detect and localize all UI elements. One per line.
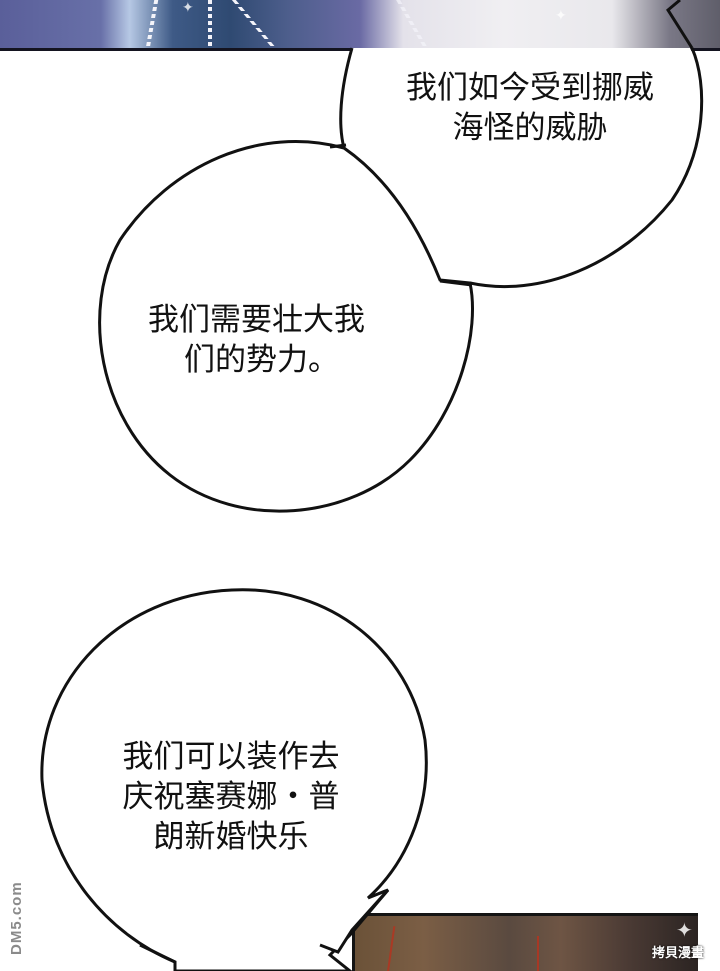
bubble-2-text: 我们需要壮大我们的势力。 — [148, 300, 448, 380]
bubble-1-spike — [666, 0, 694, 49]
bubble-3-outline — [40, 588, 428, 971]
watermark-copymanga: 拷貝漫畫 — [652, 946, 705, 961]
sparkle-icon: ✦ — [555, 8, 567, 24]
bubble-tail-1 — [329, 143, 347, 149]
bubble-3-line-1: 我们可以装作去 — [122, 739, 340, 775]
bubble-3-tail — [319, 888, 390, 954]
bubble-1-line-1: 我们如今受到挪威 — [406, 70, 654, 106]
bubble-3-line-3: 朗新婚快乐 — [153, 819, 309, 855]
bubble-3-spike — [139, 943, 177, 971]
bubble-1-line-2: 海怪的威胁 — [452, 110, 608, 146]
pearl-strand — [208, 0, 212, 48]
bubble-tail-2 — [439, 279, 473, 287]
bubble-2-line-2: 们的势力。 — [184, 342, 339, 378]
watermark-dm5: DM5.com — [8, 881, 25, 955]
bubble-1-text: 我们如今受到挪威海怪的威胁 — [370, 68, 690, 148]
bottom-artwork-panel — [352, 913, 698, 971]
bubble-3-text: 我们可以装作去庆祝塞赛娜・普朗新婚快乐 — [96, 737, 366, 857]
bubble-3-line-2: 庆祝塞赛娜・普 — [122, 779, 340, 815]
sparkle-icon: ✦ — [182, 0, 194, 16]
bubble-2-line-1: 我们需要壮大我 — [148, 302, 365, 338]
red-streak — [537, 936, 539, 971]
sparkle-icon: ✦ — [676, 918, 693, 942]
bubble-1-outline — [336, 48, 700, 286]
bubble-2-outline — [98, 140, 474, 513]
